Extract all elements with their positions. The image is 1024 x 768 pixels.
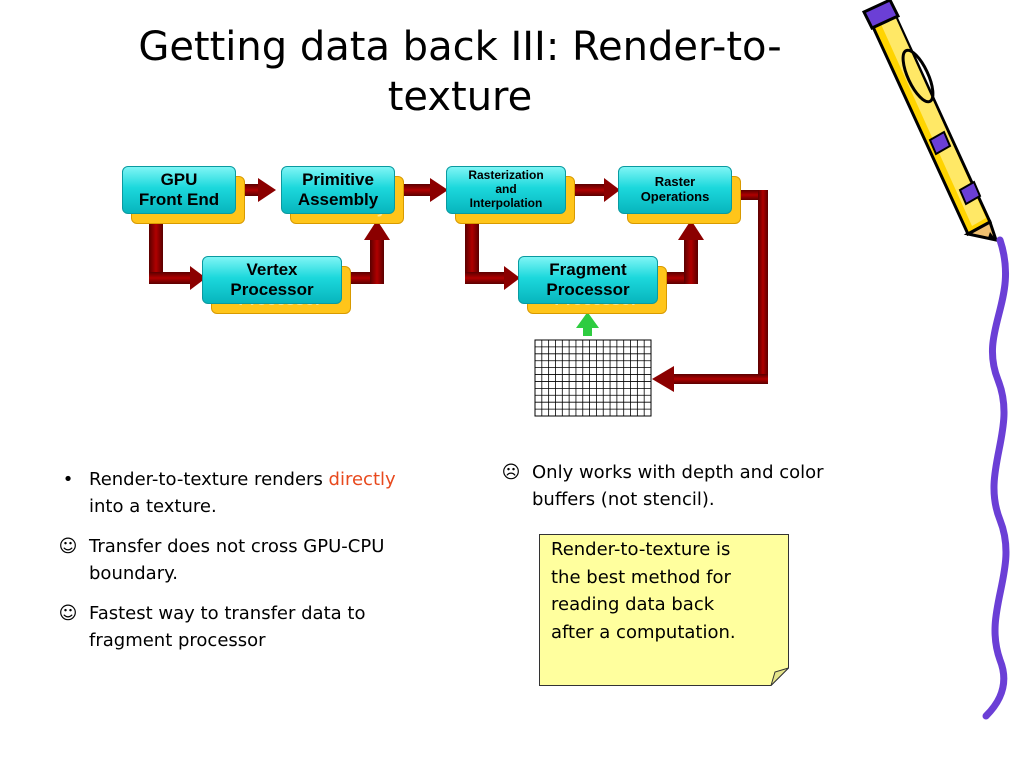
list-item-text-before: Render-to-texture renders [89, 469, 329, 490]
slide-title-line1: Getting data back III: Render-to- [138, 24, 782, 70]
arrow-texture-to-fragment [576, 312, 599, 336]
right-bullet-list: ☹ Only works with depth and color buffer… [498, 459, 828, 526]
fragment-processor-label-2: Processor [546, 280, 630, 299]
vertex-processor-box: Vertex Processor [202, 256, 342, 304]
primitive-assembly-box: Primitive Assembly [281, 166, 395, 214]
vertex-processor-label-2: Processor [230, 280, 314, 299]
list-item: ☺ Fastest way to transfer data to fragme… [55, 600, 425, 654]
arrow-raster-to-rop [574, 178, 620, 202]
arrow-vertex-to-primitive [348, 220, 390, 284]
slide-title-line2: texture [387, 74, 533, 120]
fragment-processor-label-1: Fragment [549, 260, 627, 280]
rasterization-label-2: and [495, 182, 517, 197]
arrow-primitive-to-raster [404, 178, 448, 202]
arrow-rop-to-texture [652, 190, 768, 392]
primitive-assembly-label-1: Primitive [302, 170, 374, 190]
sticky-note: Render-to-texture is the best method for… [539, 534, 789, 686]
raster-operations-label-2: Operations [640, 189, 710, 204]
slide-title: Getting data back III: Render-to- textur… [60, 22, 860, 122]
arrow-raster-to-fragment [465, 216, 520, 290]
list-item: ☺ Transfer does not cross GPU-CPU bounda… [55, 533, 425, 587]
list-item-text: Transfer does not cross GPU-CPU boundary… [89, 536, 385, 584]
texture-grid [534, 339, 652, 417]
list-item-text: Only works with depth and color buffers … [532, 462, 824, 510]
gpu-front-end-label-2: Front End [138, 190, 220, 209]
left-bullet-list: • Render-to-texture renders directly int… [55, 466, 425, 667]
gpu-front-end-label-1: GPU [160, 170, 198, 190]
list-item-text: Fastest way to transfer data to fragment… [89, 603, 366, 651]
list-item-highlight: directly [328, 469, 396, 490]
raster-operations-label-1: Raster [654, 174, 696, 190]
bullet-dot-icon: • [62, 469, 74, 490]
arrow-fragment-to-rop [664, 220, 704, 284]
rasterization-label-1: Rasterization [468, 168, 544, 183]
fragment-processor-box: Fragment Processor [518, 256, 658, 304]
pencil-decoration-icon [861, 0, 1010, 720]
raster-operations-box: Raster Operations [618, 166, 732, 214]
rasterization-label-3: Interpolation [469, 195, 543, 210]
primitive-assembly-label-2: Assembly [297, 190, 379, 209]
list-item: • Render-to-texture renders directly int… [55, 466, 425, 520]
sticky-note-text: Render-to-texture is the best method for… [551, 539, 736, 643]
smiley-icon: ☺ [58, 603, 78, 624]
arrow-frontend-to-vertex [149, 216, 206, 290]
rasterization-box: Rasterization and Interpolation [446, 166, 566, 214]
vertex-processor-label-1: Vertex [246, 260, 298, 280]
sticky-note-shape [539, 534, 789, 686]
frowny-icon: ☹ [501, 462, 521, 483]
smiley-icon: ☺ [58, 536, 78, 557]
list-item: ☹ Only works with depth and color buffer… [498, 459, 828, 513]
gpu-front-end-box: GPU Front End [122, 166, 236, 214]
list-item-text-after: into a texture. [89, 496, 217, 517]
